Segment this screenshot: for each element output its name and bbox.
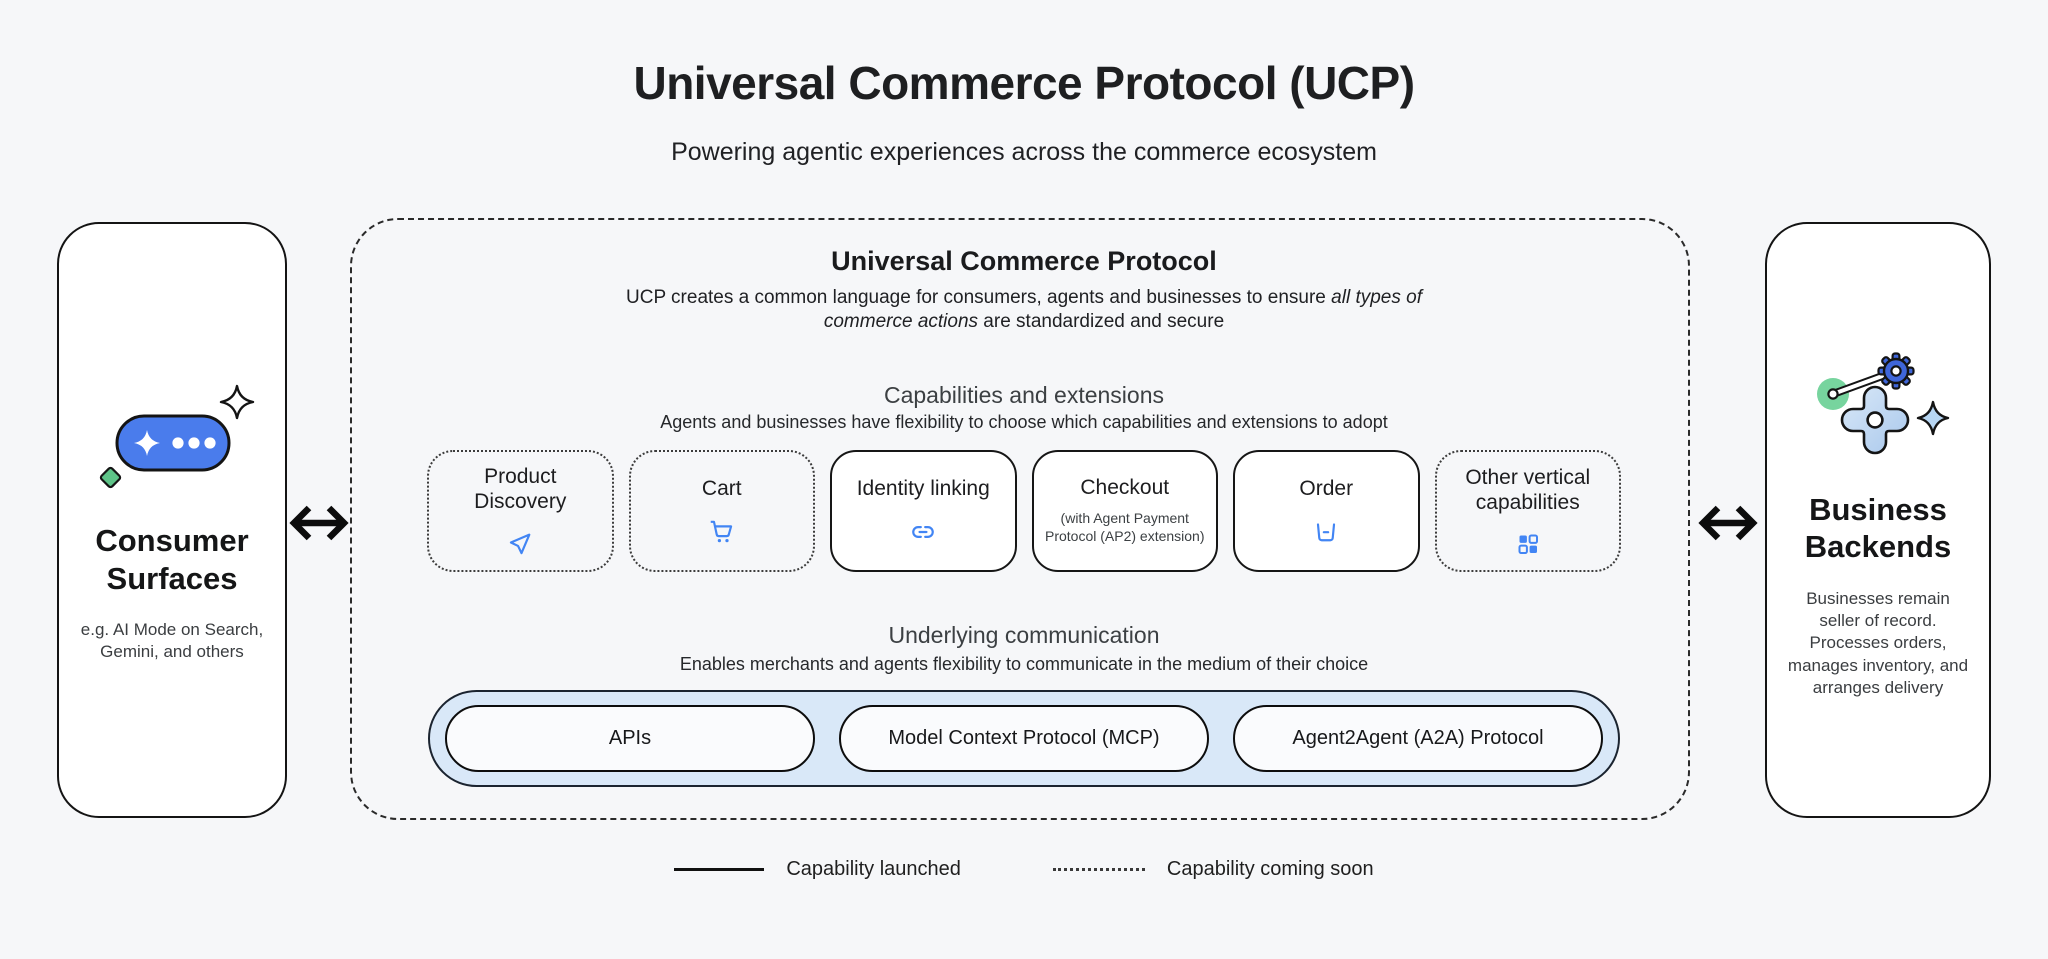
- page-title: Universal Commerce Protocol (UCP): [633, 57, 1415, 109]
- pill-mcp: Model Context Protocol (MCP): [839, 705, 1209, 772]
- pill-apis: APIs: [445, 705, 815, 772]
- legend-launched-label: Capability launched: [786, 858, 961, 880]
- legend-solid-line: [674, 868, 765, 871]
- business-backends-panel: Business Backends Businesses remain sell…: [1765, 222, 1991, 818]
- capabilities-heading: Capabilities and extensions: [883, 382, 1164, 408]
- card-label: Order: [1299, 477, 1354, 501]
- card-identity-linking: Identity linking: [830, 450, 1017, 572]
- page-subtitle: Powering agentic experiences across the …: [671, 138, 1377, 166]
- gemini-chat-pill-icon: [87, 376, 257, 496]
- card-other-vertical: Other vertical capabilities: [1434, 450, 1621, 572]
- ucp-title: Universal Commerce Protocol: [831, 246, 1217, 276]
- capability-cards-row: Product Discovery Cart Identity linking: [427, 450, 1621, 572]
- card-label: Cart: [701, 477, 742, 501]
- card-label: Checkout: [1080, 476, 1170, 500]
- navigation-arrow-icon: [507, 531, 533, 557]
- left-double-arrow-icon: [288, 500, 350, 551]
- right-double-arrow-icon: [1697, 500, 1759, 551]
- card-cart: Cart: [628, 450, 815, 572]
- pill-a2a: Agent2Agent (A2A) Protocol: [1233, 705, 1603, 772]
- card-checkout: Checkout (with Agent Payment Protocol (A…: [1031, 450, 1218, 572]
- grid-icon: [1516, 532, 1540, 556]
- capabilities-subheading: Agents and businesses have flexibility t…: [660, 412, 1388, 432]
- legend-coming-soon-label: Capability coming soon: [1166, 858, 1374, 880]
- card-label: Identity linking: [856, 477, 990, 501]
- consumer-surfaces-title: Consumer Surfaces: [95, 523, 249, 596]
- consumer-surfaces-caption: e.g. AI Mode on Search, Gemini, and othe…: [80, 619, 264, 662]
- communication-band: APIs Model Context Protocol (MCP) Agent2…: [428, 690, 1620, 787]
- card-order: Order: [1233, 450, 1420, 572]
- order-box-icon: [1313, 519, 1339, 545]
- business-backends-caption: Businesses remain seller of record. Proc…: [1787, 588, 1969, 698]
- ucp-description-italic: all types of commerce actions: [823, 287, 1422, 332]
- card-sublabel: (with Agent Payment Protocol (AP2) exten…: [1044, 510, 1205, 545]
- link-icon: [910, 519, 936, 545]
- gears-automation-icon: [1795, 340, 1961, 465]
- ucp-description-text-end: are standardized and secure: [978, 311, 1225, 332]
- card-label: Product Discovery: [474, 464, 567, 513]
- ucp-description-text: UCP creates a common language for consum…: [626, 287, 1332, 308]
- consumer-surfaces-panel: Consumer Surfaces e.g. AI Mode on Search…: [57, 222, 287, 818]
- ucp-protocol-container: [350, 218, 1690, 820]
- card-product-discovery: Product Discovery: [427, 450, 614, 572]
- legend-dotted-line: [1052, 868, 1145, 871]
- legend: Capability launched Capability coming so…: [0, 858, 2048, 881]
- card-label: Other vertical capabilities: [1465, 465, 1591, 514]
- communication-heading: Underlying communication: [888, 622, 1160, 648]
- ucp-description: UCP creates a common language for consum…: [594, 286, 1454, 334]
- communication-subheading: Enables merchants and agents flexibility…: [679, 654, 1369, 674]
- shopping-cart-icon: [709, 519, 735, 545]
- business-backends-title: Business Backends: [1804, 492, 1952, 565]
